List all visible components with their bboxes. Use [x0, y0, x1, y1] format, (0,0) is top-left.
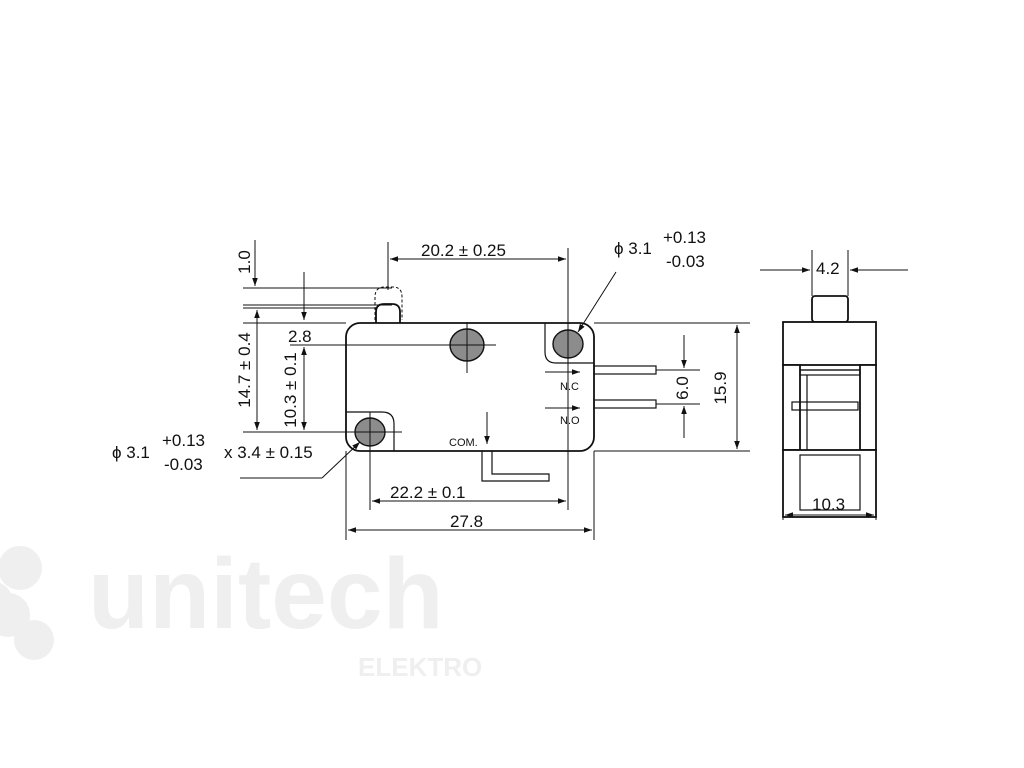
nc-terminal	[593, 365, 657, 375]
dim-bottom-hole-tol-minus: -0.03	[164, 455, 203, 474]
com-terminal	[481, 451, 550, 482]
plunger-stub	[375, 303, 401, 324]
dim-lever-gap: 2.8	[288, 327, 312, 346]
dim-overall-height: 14.7 ± 0.4	[235, 332, 254, 408]
dim-lever-thickness: 1.0	[235, 250, 254, 274]
dim-bottom-hole-slot: x 3.4 ± 0.15	[224, 443, 313, 462]
dim-side-body-width: 10.3	[812, 495, 845, 514]
watermark-brand: unitech	[88, 538, 444, 650]
dim-body-height: 15.9	[711, 371, 730, 404]
switch-body	[345, 322, 595, 452]
dim-bottom-hole-diameter: ϕ 3.1	[112, 443, 150, 462]
front-dimensions: 1.0 2.8 14.7 ± 0.4 10.3 ± 0.1 20.2 ± 0.2…	[112, 228, 750, 540]
unitech-logo-icon	[0, 546, 54, 660]
dim-hole-spacing-vertical: 10.3 ± 0.1	[281, 352, 300, 428]
bottom-left-boss	[346, 411, 395, 451]
side-actuator-bar-top	[799, 369, 861, 376]
side-body-upper	[782, 321, 877, 366]
switch-front-view: N.C N.O COM.	[345, 286, 657, 482]
dim-top-hole-tol-plus: +0.13	[663, 228, 706, 247]
watermark-logo: unitech ELEKTRO	[0, 538, 482, 682]
switch-side-view: 4.2 10.3	[760, 250, 908, 520]
dim-bottom-hole-tol-plus: +0.13	[162, 431, 205, 450]
side-actuator-bar-mid	[791, 401, 859, 411]
lever-dashed-outline	[374, 286, 403, 320]
no-terminal	[593, 399, 657, 409]
no-label: N.O	[560, 415, 580, 427]
nc-label: N.C	[560, 381, 579, 393]
com-label: COM.	[449, 437, 478, 449]
top-right-boss	[544, 323, 594, 364]
dim-hole-spacing-bottom: 22.2 ± 0.1	[390, 483, 466, 502]
dim-terminal-pitch: 6.0	[673, 376, 692, 400]
dim-top-hole-tol-minus: -0.03	[666, 252, 705, 271]
watermark-sub: ELEKTRO	[358, 652, 482, 682]
dim-hole-spacing-top: 20.2 ± 0.25	[421, 241, 506, 260]
dim-side-plunger-width: 4.2	[816, 259, 840, 278]
dim-overall-length: 27.8	[450, 512, 483, 531]
dim-top-hole-diameter: ϕ 3.1	[614, 239, 652, 258]
side-plunger	[811, 295, 849, 323]
